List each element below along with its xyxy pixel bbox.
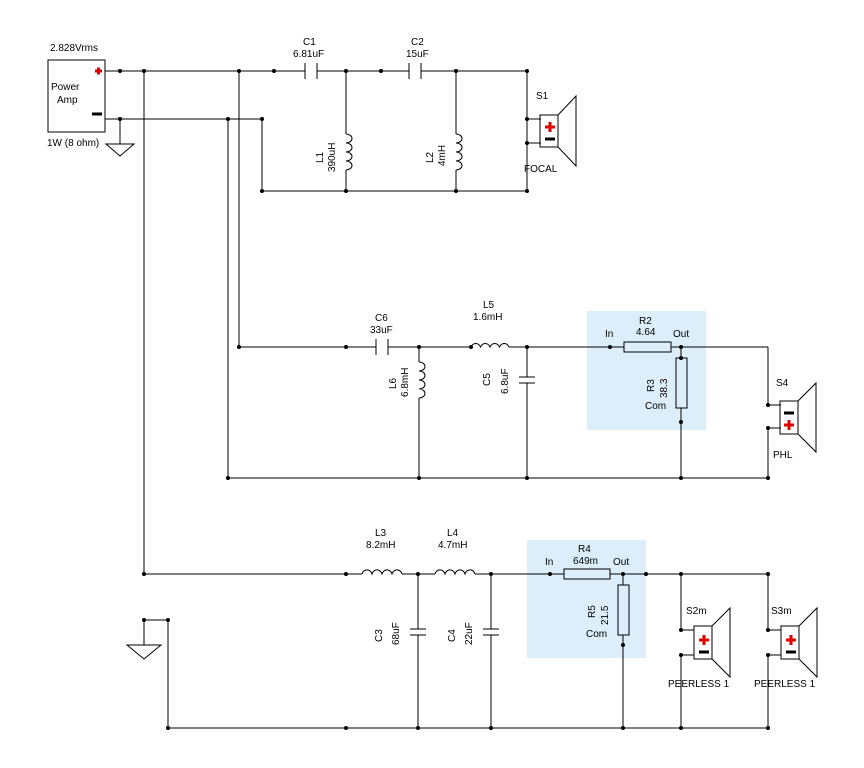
attenuator-com-label: Com [586, 629, 607, 640]
R5-name: R5 [587, 605, 598, 618]
capacitor-C4: C4 22uF [447, 622, 499, 645]
inductor-L6: L6 6.8mH [388, 361, 426, 399]
component-name: L4 [447, 528, 459, 539]
component-value: 6.8mH [400, 368, 411, 397]
wiring [105, 70, 769, 729]
component-name: L1 [315, 151, 326, 163]
component-name: L5 [483, 300, 495, 311]
speaker-S4: S4 PHL [768, 378, 817, 461]
speaker-model: PHL [773, 450, 793, 461]
speaker-name: S1 [536, 91, 549, 102]
inductor-L1: L1 390uH [315, 133, 353, 172]
R2-value: 4.64 [636, 327, 656, 338]
speaker-model: PEERLESS 1 [668, 679, 730, 690]
ground-icon [104, 143, 136, 157]
plus-icon [786, 635, 796, 645]
speaker-name: S4 [776, 378, 789, 389]
component-value: 4mH [437, 145, 448, 166]
capacitor-C3: C3 68uF [374, 622, 426, 645]
source-voltage: 2.828Vrms [50, 43, 98, 54]
speaker-name: S2m [686, 606, 707, 617]
component-value: 8.2mH [366, 540, 395, 551]
component-name: C3 [374, 629, 385, 642]
attenuator-out-label: Out [673, 329, 689, 340]
speaker-model: PEERLESS 1 [754, 679, 816, 690]
power-amp-label-1: Power [51, 82, 80, 93]
R3-value: 38.3 [659, 378, 670, 398]
attenuator-panel-mid [587, 311, 706, 430]
resistor-R2 [623, 341, 672, 353]
speaker-model: FOCAL [524, 164, 558, 175]
capacitor-C2: C2 15uF [406, 37, 429, 79]
inductor-L2: L2 4mH [425, 133, 463, 171]
speaker-S3m: S3m PEERLESS 1 [754, 606, 818, 690]
R4-name: R4 [578, 544, 591, 555]
component-value: 68uF [391, 622, 402, 645]
R4-value: 649m [573, 556, 598, 567]
plus-icon [95, 67, 102, 75]
ground-icon [125, 644, 163, 660]
speaker-S2m: S2m PEERLESS 1 [668, 606, 731, 690]
component-value: 390uH [327, 143, 338, 172]
power-amp: Power Amp [47, 59, 106, 133]
R3-name: R3 [646, 379, 657, 392]
component-value: 4.7mH [438, 540, 467, 551]
component-value: 22uF [464, 622, 475, 645]
inductor-L3: L3 8.2mH [361, 528, 403, 576]
resistor-R3 [675, 357, 688, 409]
attenuator-com-label: Com [645, 401, 666, 412]
component-name: C6 [375, 313, 388, 324]
attenuator-mid: R2 4.64 R3 38.3 In Out Com [605, 316, 689, 412]
plus-icon [699, 635, 709, 645]
resistor-R4 [563, 568, 611, 580]
R2-name: R2 [639, 316, 652, 327]
component-value: 6.81uF [293, 49, 324, 60]
component-value: 33uF [370, 325, 393, 336]
plus-icon [784, 420, 794, 430]
capacitor-C5: C5 6.8uF [482, 368, 535, 394]
power-amp-label-2: Amp [57, 95, 78, 106]
inductor-L5: L5 1.6mH [470, 300, 510, 349]
inductor-L4: L4 4.7mH [434, 528, 476, 576]
component-value: 1.6mH [473, 312, 502, 323]
attenuator-in-label: In [605, 329, 613, 340]
resistor-R5 [617, 584, 630, 636]
component-name: L3 [375, 528, 387, 539]
attenuator-out-label: Out [613, 557, 629, 568]
capacitor-C6: C6 33uF [370, 313, 393, 355]
R5-value: 21.5 [600, 605, 611, 625]
attenuator-in-label: In [545, 557, 553, 568]
component-name: C1 [303, 37, 316, 48]
component-name: C5 [482, 373, 493, 386]
attenuator-panel-woofer [527, 540, 646, 658]
attenuator-woofer: R4 649m R5 21.5 In Out Com [545, 544, 630, 640]
component-name: L2 [425, 151, 436, 163]
component-name: C2 [411, 37, 424, 48]
component-value: 6.8uF [500, 368, 511, 394]
plus-icon [545, 122, 555, 132]
speaker-name: S3m [771, 606, 792, 617]
junction-dots [118, 69, 770, 730]
speaker-S1: S1 FOCAL [524, 91, 577, 175]
component-name: C4 [447, 629, 458, 642]
component-value: 15uF [406, 49, 429, 60]
source-power: 1W (8 ohm) [47, 138, 99, 149]
capacitor-C1: C1 6.81uF [293, 37, 324, 79]
component-name: L6 [388, 377, 399, 389]
